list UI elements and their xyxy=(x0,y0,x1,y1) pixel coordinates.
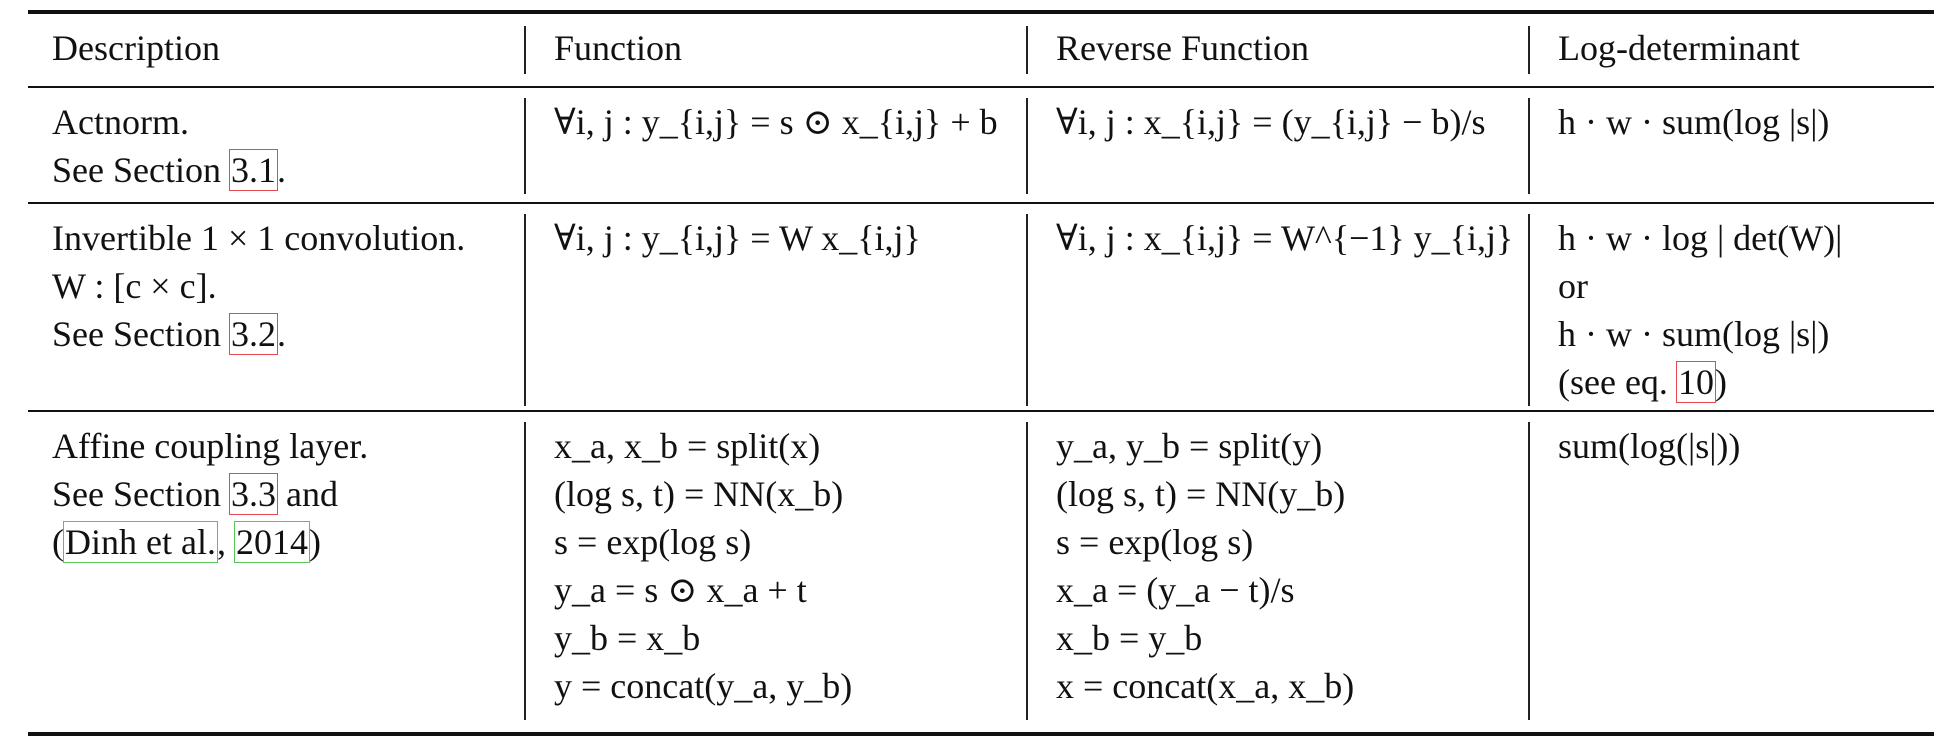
row3-reverse-line5: x_b = y_b xyxy=(1056,618,1203,658)
citation-year-link[interactable]: 2014 xyxy=(233,521,310,563)
row2-description-line2: W : [c × c]. xyxy=(52,266,217,306)
column-separator xyxy=(1528,214,1530,406)
row2-logdet-line3: h · w · sum(log |s|) xyxy=(1558,314,1830,354)
table-row-rule xyxy=(28,202,1934,204)
row2-function-formula: ∀i, j : y_{i,j} = W x_{i,j} xyxy=(554,218,921,258)
row2-logdet-line2: or xyxy=(1558,266,1588,306)
comma: , xyxy=(216,522,226,562)
row1-description-line1: Actnorm. xyxy=(52,102,189,142)
row3-function-line4: y_a = s ⊙ x_a + t xyxy=(554,570,807,610)
row3-reverse: y_a, y_b = split(y) (log s, t) = NN(y_b)… xyxy=(1056,422,1354,710)
column-separator xyxy=(1026,214,1028,406)
row3-function-line5: y_b = x_b xyxy=(554,618,701,658)
section-link[interactable]: 3.3 xyxy=(228,473,278,515)
row3-description-line2: See Section 3.3 and xyxy=(52,470,368,518)
header-description: Description xyxy=(52,28,220,68)
row1-reverse: ∀i, j : x_{i,j} = (y_{i,j} − b)/s xyxy=(1056,98,1485,146)
row3-function-line1: x_a, x_b = split(x) xyxy=(554,426,821,466)
close-paren: ) xyxy=(1714,362,1727,402)
row3-function: x_a, x_b = split(x) (log s, t) = NN(x_b)… xyxy=(554,422,852,710)
column-separator xyxy=(1528,98,1530,194)
row3-reverse-line2: (log s, t) = NN(y_b) xyxy=(1056,474,1346,514)
period: . xyxy=(276,150,286,190)
column-separator xyxy=(524,422,526,720)
row3-reverse-line3: s = exp(log s) xyxy=(1056,522,1254,562)
header-function: Function xyxy=(554,28,683,68)
row3-function-line2: (log s, t) = NN(x_b) xyxy=(554,474,844,514)
row1-logdet-formula: h · w · sum(log |s|) xyxy=(1558,102,1830,142)
header-reverse-function: Reverse Function xyxy=(1056,28,1309,68)
section-text: See Section xyxy=(52,314,221,354)
see-eq-text: (see eq. xyxy=(1558,362,1677,402)
row1-description-line2: See Section 3.1. xyxy=(52,146,286,194)
row3-reverse-line4: x_a = (y_a − t)/s xyxy=(1056,570,1295,610)
row2-reverse-formula: ∀i, j : x_{i,j} = W^{−1} y_{i,j} xyxy=(1056,218,1514,258)
row3-reverse-line1: y_a, y_b = split(y) xyxy=(1056,426,1323,466)
row1-description: Actnorm. See Section 3.1. xyxy=(52,98,286,194)
row2-description-line1: Invertible 1 × 1 convolution. xyxy=(52,218,466,258)
table-bottom-rule xyxy=(28,732,1934,736)
section-text: See Section xyxy=(52,150,221,190)
row3-function-line6: y = concat(y_a, y_b) xyxy=(554,666,853,706)
column-separator xyxy=(1528,422,1530,720)
column-separator xyxy=(524,26,526,74)
row1-reverse-formula: ∀i, j : x_{i,j} = (y_{i,j} − b)/s xyxy=(1056,102,1486,142)
column-separator xyxy=(1026,26,1028,74)
open-paren: ( xyxy=(52,522,64,562)
citation-author-link[interactable]: Dinh et al. xyxy=(63,521,218,563)
equation-link[interactable]: 10 xyxy=(1675,361,1716,403)
row2-reverse: ∀i, j : x_{i,j} = W^{−1} y_{i,j} xyxy=(1056,214,1513,262)
row2-logdet-line4: (see eq. 10) xyxy=(1558,358,1842,406)
row3-reverse-line6: x = concat(x_a, x_b) xyxy=(1056,666,1355,706)
row3-description-line3: (Dinh et al., 2014) xyxy=(52,518,368,566)
row1-logdet: h · w · sum(log |s|) xyxy=(1558,98,1829,146)
row1-function: ∀i, j : y_{i,j} = s ⊙ x_{i,j} + b xyxy=(554,98,998,146)
row2-description: Invertible 1 × 1 convolution. W : [c × c… xyxy=(52,214,465,358)
section-link[interactable]: 3.2 xyxy=(228,313,278,355)
close-paren: ) xyxy=(308,522,321,562)
column-separator xyxy=(524,98,526,194)
row3-description-line1: Affine coupling layer. xyxy=(52,426,369,466)
and-text: and xyxy=(276,474,338,514)
row3-logdet: sum(log(|s|)) xyxy=(1558,422,1740,470)
table-top-rule xyxy=(28,10,1934,14)
section-link[interactable]: 3.1 xyxy=(228,149,278,191)
row2-description-line3: See Section 3.2. xyxy=(52,310,465,358)
table-row-rule xyxy=(28,410,1934,412)
period: . xyxy=(276,314,286,354)
row1-function-formula: ∀i, j : y_{i,j} = s ⊙ x_{i,j} + b xyxy=(554,102,998,142)
section-text: See Section xyxy=(52,474,221,514)
row3-function-line3: s = exp(log s) xyxy=(554,522,752,562)
column-separator xyxy=(1026,422,1028,720)
row2-function: ∀i, j : y_{i,j} = W x_{i,j} xyxy=(554,214,921,262)
header-log-determinant: Log-determinant xyxy=(1558,28,1800,68)
row3-description: Affine coupling layer. See Section 3.3 a… xyxy=(52,422,368,566)
row2-logdet-line1: h · w · log | det(W)| xyxy=(1558,218,1843,258)
table-header-rule xyxy=(28,86,1934,88)
column-separator xyxy=(1026,98,1028,194)
row2-logdet: h · w · log | det(W)| or h · w · sum(log… xyxy=(1558,214,1842,406)
column-separator xyxy=(524,214,526,406)
column-separator xyxy=(1528,26,1530,74)
row3-logdet-formula: sum(log(|s|)) xyxy=(1558,426,1741,466)
